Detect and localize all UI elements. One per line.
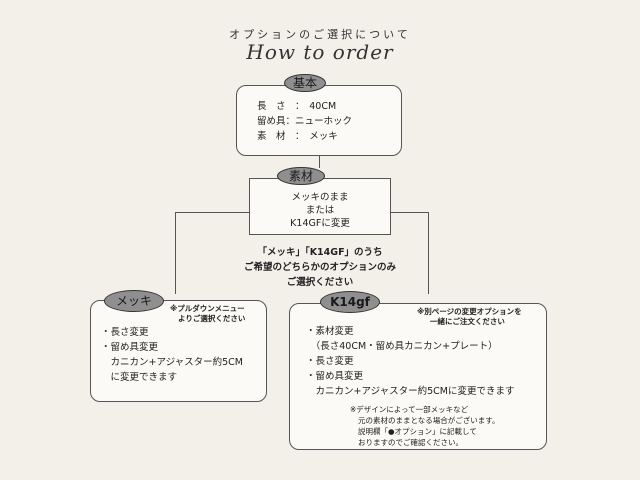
header-title-en: How to order	[246, 40, 394, 64]
basic-badge-label: 基本	[292, 76, 317, 90]
mekki-line-1: ・長さ変更	[101, 327, 149, 338]
connector-left-down	[175, 212, 176, 294]
k14gf-footnote-3: 説明欄「●オプション」に記載して	[358, 427, 477, 436]
choice-note-line-2: ご希望のどちらかのオプションのみ	[243, 262, 396, 273]
material-badge-label: 素材	[288, 169, 313, 183]
header-title-jp: オプションのご選択について	[229, 28, 411, 41]
k14gf-footnote-1: ※デザインによって一部メッキなど	[350, 405, 469, 414]
material-line-2: または	[305, 205, 335, 216]
k14gf-box: ・素材変更 （長さ40CM・留め具カニカン+プレート） ・長さ変更 ・留め具変更…	[289, 303, 547, 450]
material-line-3: K14GFに変更	[290, 218, 350, 229]
material-badge: 素材	[277, 167, 325, 185]
mekki-badge: メッキ	[104, 290, 164, 312]
k14gf-line-5: カニカン+アジャスター約5CMに変更できます	[306, 386, 515, 397]
mekki-line-4: に変更できます	[101, 372, 178, 383]
k14gf-line-1: ・素材変更	[306, 326, 354, 337]
k14gf-line-4: ・留め具変更	[306, 371, 364, 382]
k14gf-side-note-1: ※別ページの変更オプションを	[417, 307, 522, 316]
basic-line-2: 留め具：ニューホック	[257, 116, 353, 127]
mekki-badge-label: メッキ	[115, 294, 152, 308]
mekki-line-2: ・留め具変更	[101, 342, 159, 353]
k14gf-side-note-2: 一緒にご注文ください	[430, 317, 505, 326]
choice-note-line-1: 「メッキ」「K14GF」のうち	[257, 247, 383, 258]
mekki-line-3: カニカン+アジャスター約5CM	[101, 357, 243, 368]
basic-box: 長 さ ： 40CM 留め具：ニューホック 素 材 ： メッキ	[236, 85, 402, 156]
material-line-1: メッキのまま	[291, 192, 349, 203]
k14gf-footnote-4: おりますのでご確認ください。	[358, 438, 463, 447]
mekki-side-note-1: ※プルダウンメニュー	[170, 304, 245, 313]
choice-note-line-3: ご選択ください	[286, 277, 354, 288]
mekki-box: ・長さ変更 ・留め具変更 カニカン+アジャスター約5CM に変更できます	[90, 300, 267, 402]
k14gf-footnote-2: 元の素材のままとなる場合がございます。	[358, 416, 500, 425]
basic-badge: 基本	[284, 74, 326, 92]
basic-line-1: 長 さ ： 40CM	[257, 101, 337, 112]
connector-basic-material	[319, 156, 320, 168]
k14gf-badge: K14gf	[320, 291, 380, 313]
mekki-side-note-2: よりご選択ください	[178, 314, 246, 323]
k14gf-line-2: （長さ40CM・留め具カニカン+プレート）	[306, 341, 498, 352]
basic-line-3: 素 材 ： メッキ	[257, 131, 338, 142]
k14gf-badge-label: K14gf	[330, 295, 370, 309]
material-box: メッキのまま または K14GFに変更	[249, 178, 391, 235]
connector-right-down	[428, 212, 429, 294]
k14gf-line-3: ・長さ変更	[306, 356, 354, 367]
